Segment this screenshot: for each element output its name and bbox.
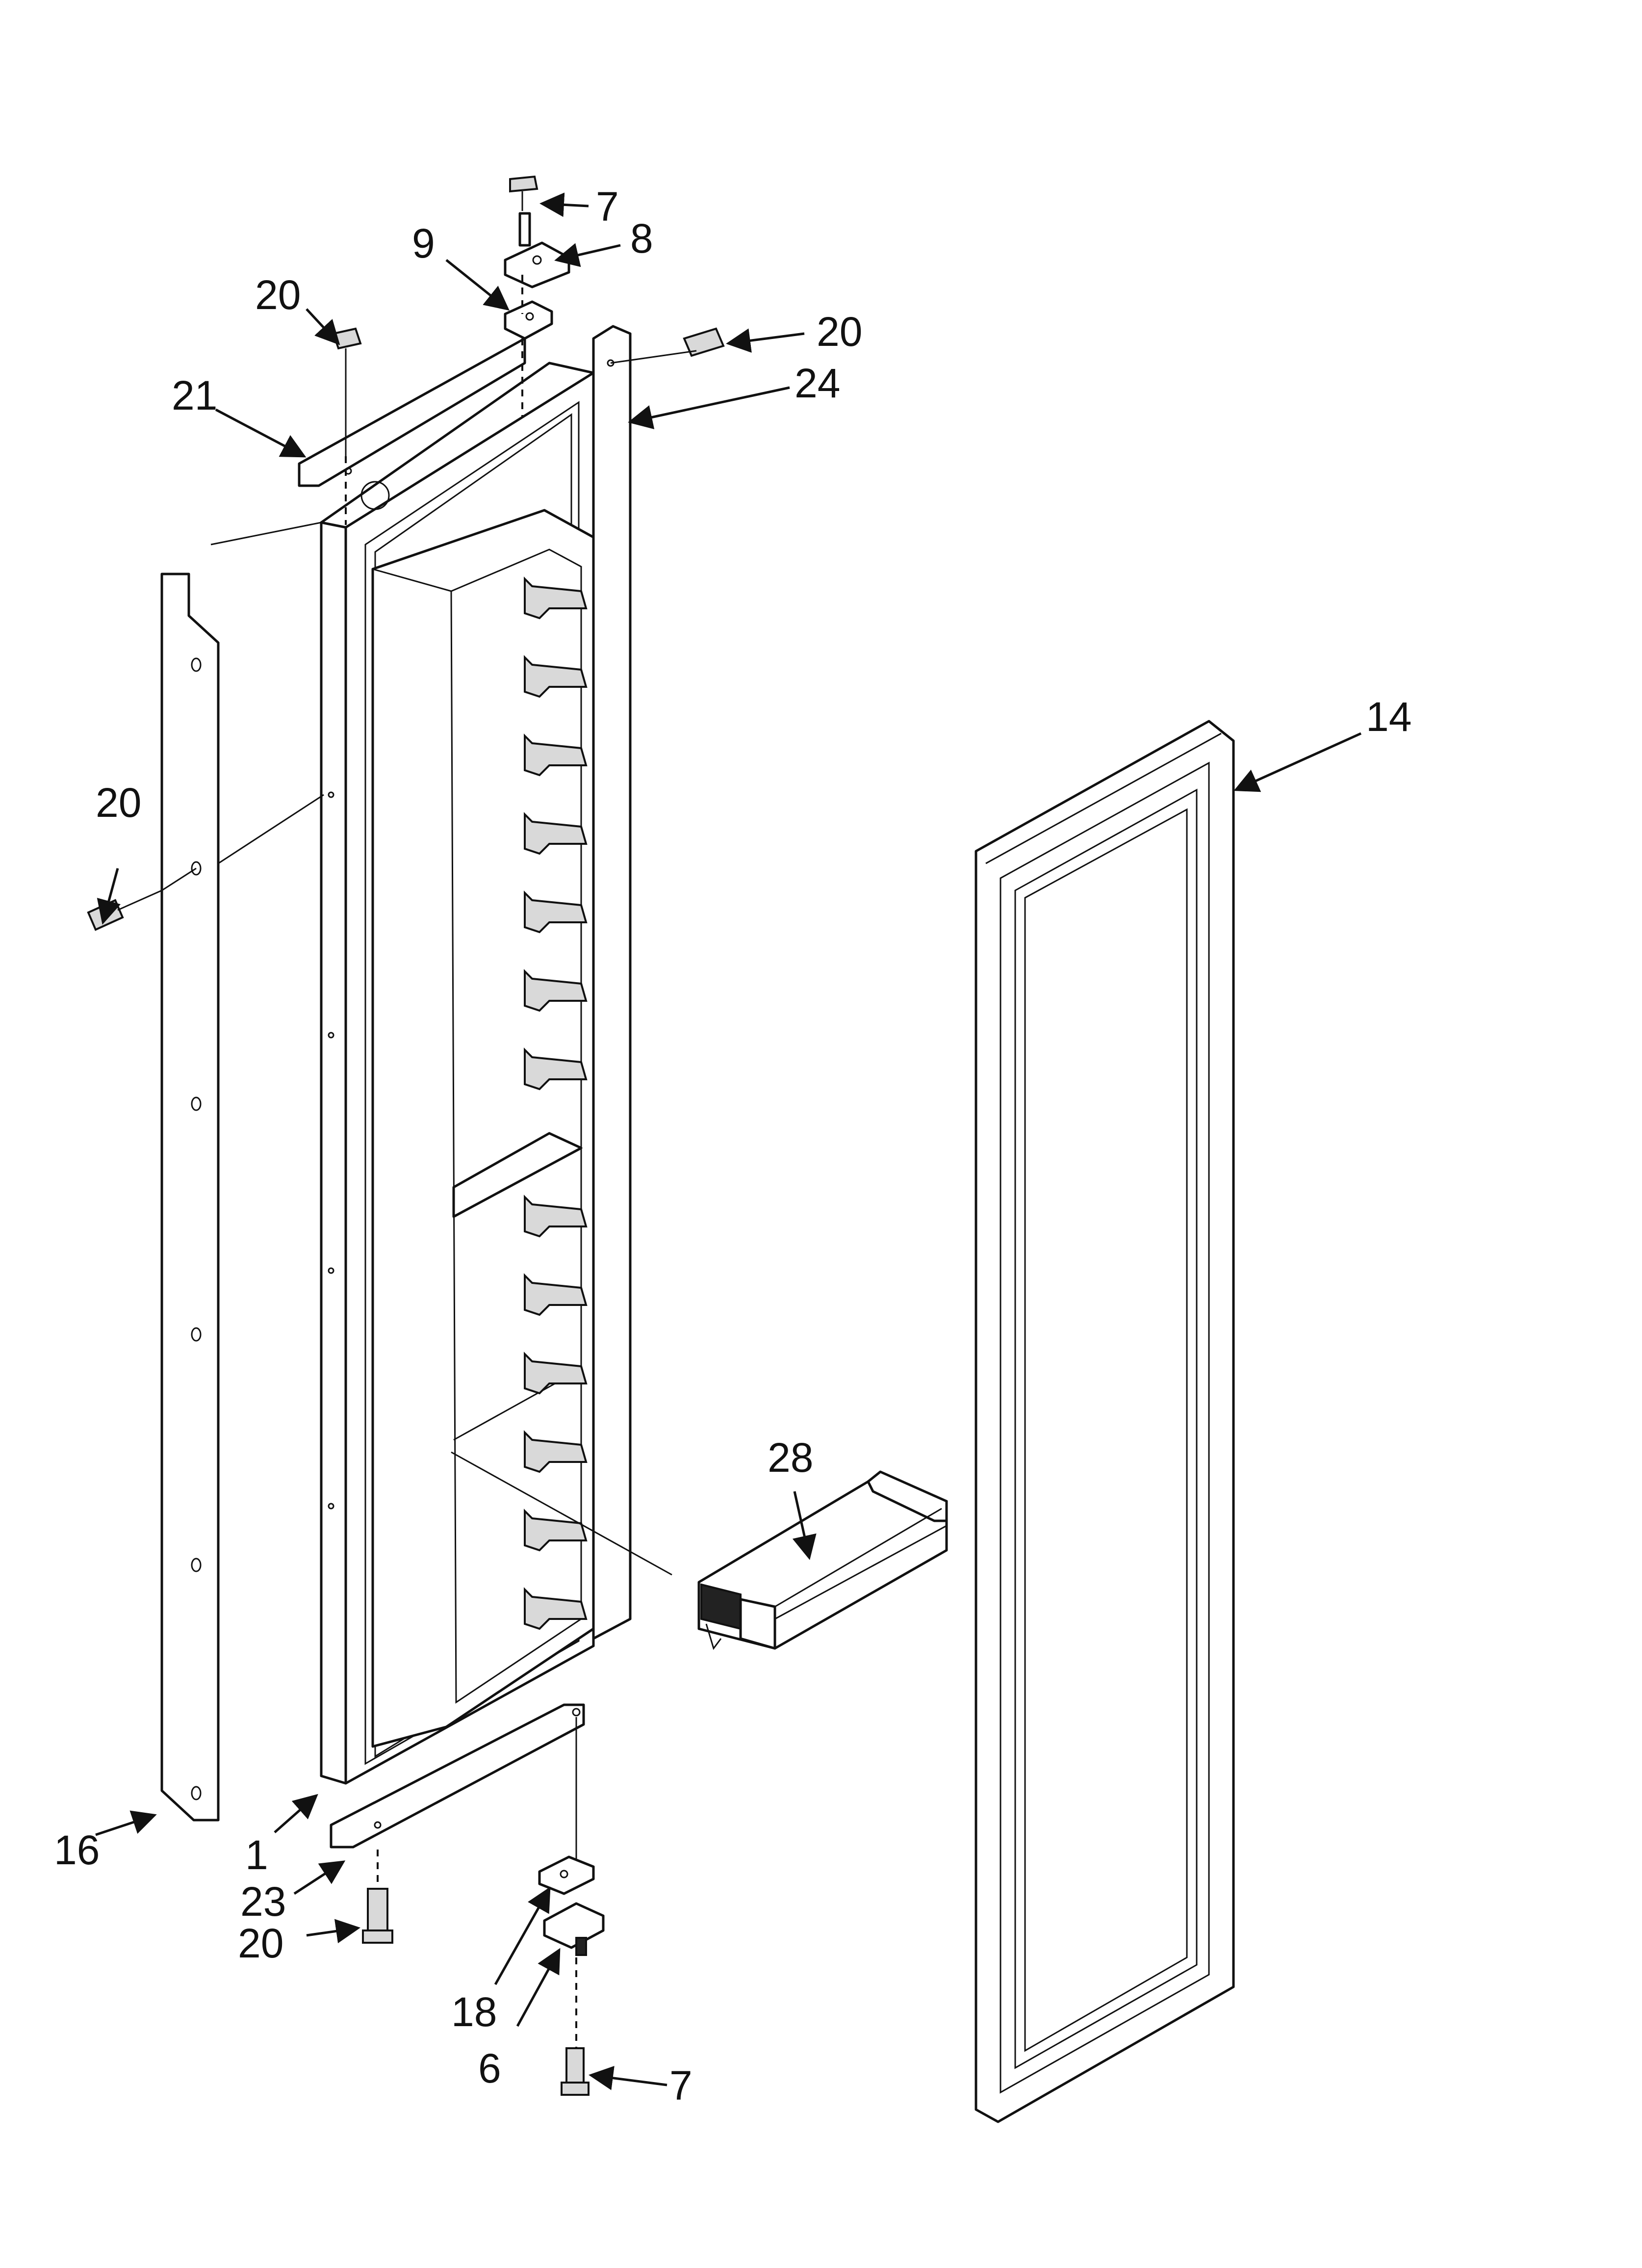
screw-left xyxy=(87,889,162,931)
leader-arrows xyxy=(95,192,1362,2090)
top-hinge-hardware xyxy=(504,175,570,340)
right-trim-strip xyxy=(592,325,632,1640)
callout-labels: 7 8 9 20 20 24 21 14 20 28 16 1 23 20 18… xyxy=(54,183,1411,2109)
callout-20-bottom: 20 xyxy=(238,1920,283,1966)
shelf-hooks xyxy=(524,576,588,1630)
screw-top-right xyxy=(683,327,725,357)
callout-14: 14 xyxy=(1366,694,1411,740)
bottom-hinge-hardware xyxy=(538,1855,605,2096)
callout-28: 28 xyxy=(768,1434,813,1481)
door-shelf-bin xyxy=(697,1470,948,1650)
assembly-lines xyxy=(161,275,697,2048)
screw-bottom xyxy=(362,1888,393,1944)
bottom-trim xyxy=(330,1703,585,1849)
door-gasket xyxy=(975,720,1235,2123)
callout-24: 24 xyxy=(795,360,840,406)
callout-18: 18 xyxy=(451,1989,497,2035)
callout-23: 23 xyxy=(240,1878,286,1925)
screw-top-left xyxy=(332,327,362,456)
callout-16: 16 xyxy=(54,1827,100,1873)
callout-8: 8 xyxy=(630,215,653,261)
callout-7-bottom: 7 xyxy=(669,2062,693,2109)
callout-9: 9 xyxy=(412,220,435,266)
left-trim-strip xyxy=(160,573,220,1822)
callout-21: 21 xyxy=(172,372,217,418)
callout-6: 6 xyxy=(478,2045,501,2091)
callout-20-top-left: 20 xyxy=(255,272,301,318)
door-liner-assembly xyxy=(320,362,595,1785)
callout-1: 1 xyxy=(245,1832,268,1878)
callout-20-left: 20 xyxy=(96,780,141,826)
callout-20-top-right: 20 xyxy=(817,309,862,355)
callout-7-top: 7 xyxy=(596,183,619,230)
